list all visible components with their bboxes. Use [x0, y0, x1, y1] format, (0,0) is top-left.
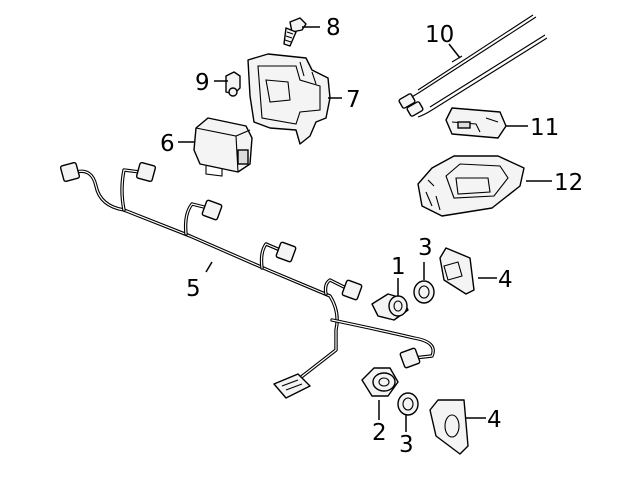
part-8-bolt: [283, 17, 307, 47]
callout-10: 10: [425, 22, 454, 48]
callout-6: 6: [160, 131, 175, 157]
part-11-module: [445, 107, 507, 139]
part-12-tray: [417, 155, 525, 217]
callout-4-lower: 4: [487, 407, 502, 433]
part-5-wire-harness: [59, 161, 435, 399]
callout-11: 11: [530, 115, 559, 141]
part-9-clip: [225, 71, 241, 97]
callout-3-lower: 3: [399, 432, 414, 458]
callout-2: 2: [372, 420, 387, 446]
callout-4-upper: 4: [498, 267, 513, 293]
part-4-bracket-upper: [439, 247, 475, 295]
part-1-sensor: [371, 293, 409, 321]
callout-7: 7: [346, 87, 361, 113]
part-7-bracket: [247, 53, 331, 145]
part-10-cable: [398, 14, 548, 118]
callout-3-upper: 3: [418, 235, 433, 261]
callout-1: 1: [391, 254, 406, 280]
callout-9: 9: [195, 70, 210, 96]
part-4-bracket-lower: [429, 399, 469, 455]
part-2-sensor: [361, 367, 399, 397]
part-3-ring-upper: [413, 280, 435, 304]
callout-12: 12: [554, 170, 583, 196]
part-3-ring-lower: [397, 392, 419, 416]
part-6-module: [193, 117, 253, 177]
callout-8: 8: [326, 15, 341, 41]
leader-lines: [178, 26, 552, 432]
callout-5: 5: [186, 276, 201, 302]
